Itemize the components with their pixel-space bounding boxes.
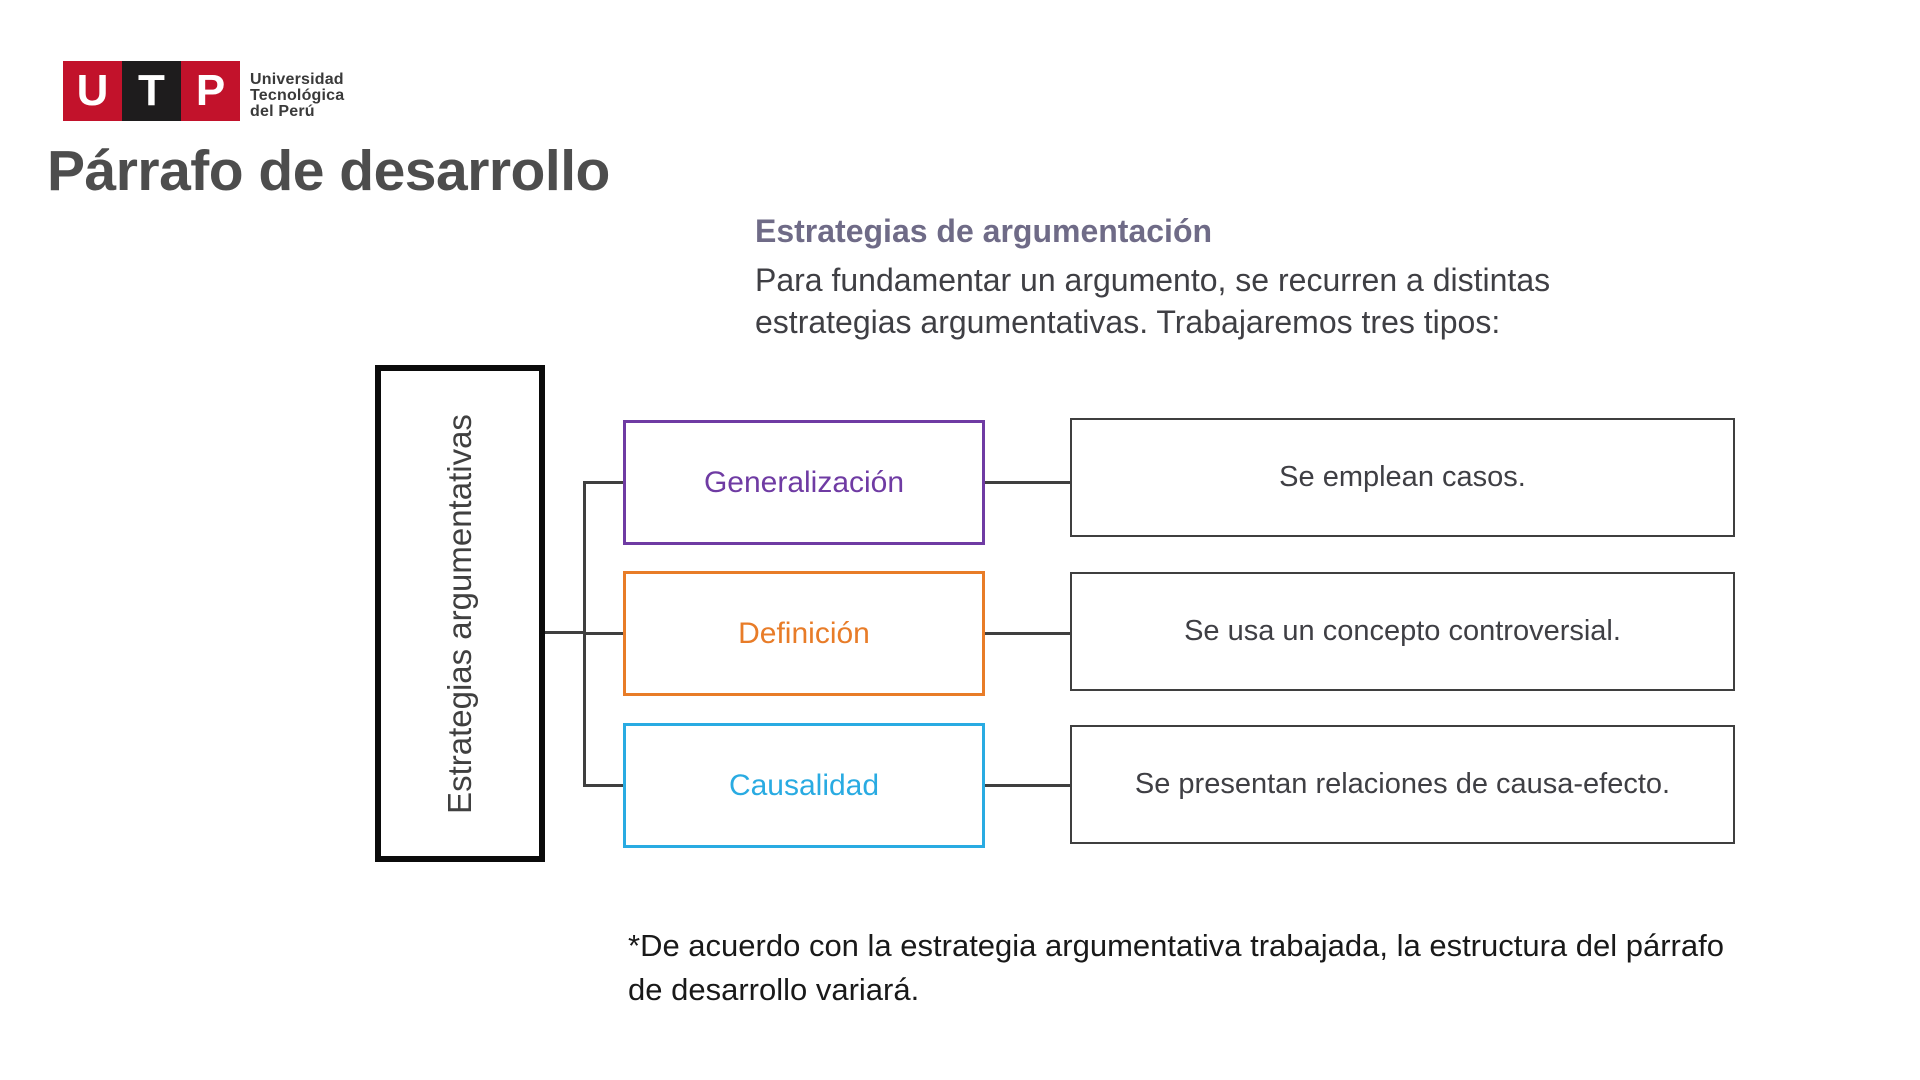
- utp-logo: U T P: [63, 61, 240, 121]
- strategy-box-causalidad: Causalidad: [623, 723, 985, 848]
- intro-body: Para fundamentar un argumento, se recurr…: [755, 262, 1551, 340]
- logo-square-u: U: [63, 61, 122, 121]
- root-box: Estrategias argumentativas: [375, 365, 545, 862]
- logo-org-name: Universidad Tecnológica del Perú: [250, 71, 345, 120]
- root-box-label: Estrategias argumentativas: [441, 413, 478, 814]
- description-text-definicion: Se usa un concepto controversial.: [1184, 615, 1621, 647]
- logo-letter-p: P: [195, 66, 226, 115]
- connector-branch-causalidad: [583, 784, 623, 787]
- connector-branch-generalizacion: [583, 481, 623, 484]
- strategy-label-generalizacion: Generalización: [703, 465, 905, 499]
- strategy-box-definicion: Definición: [623, 571, 985, 696]
- description-box-definicion: Se usa un concepto controversial.: [1070, 572, 1735, 691]
- connector-root-stub: [545, 631, 586, 634]
- intro-heading: Estrategias de argumentación: [755, 213, 1213, 249]
- description-box-generalizacion: Se emplean casos.: [1070, 418, 1735, 537]
- strategy-label-definicion: Definición: [738, 616, 870, 650]
- connector-branch-definicion: [583, 632, 623, 635]
- footnote: *De acuerdo con la estrategia argumentat…: [628, 928, 1724, 1007]
- logo-square-t: T: [122, 61, 181, 121]
- intro-block: Estrategias de argumentación Para fundam…: [755, 213, 1735, 343]
- logo-square-p: P: [181, 61, 240, 121]
- description-text-generalizacion: Se emplean casos.: [1279, 461, 1526, 493]
- connector-desc-definicion: [985, 632, 1070, 635]
- logo-letter-u: U: [76, 66, 109, 115]
- logo-letter-t: T: [138, 66, 165, 115]
- strategy-box-generalizacion: Generalización: [623, 420, 985, 545]
- page-title: Párrafo de desarrollo: [47, 139, 610, 203]
- description-text-causalidad: Se presentan relaciones de causa-efecto.: [1134, 768, 1671, 800]
- connector-desc-causalidad: [985, 784, 1070, 787]
- connector-desc-generalizacion: [985, 481, 1070, 484]
- description-box-causalidad: Se presentan relaciones de causa-efecto.: [1070, 725, 1735, 844]
- strategy-label-causalidad: Causalidad: [728, 768, 880, 802]
